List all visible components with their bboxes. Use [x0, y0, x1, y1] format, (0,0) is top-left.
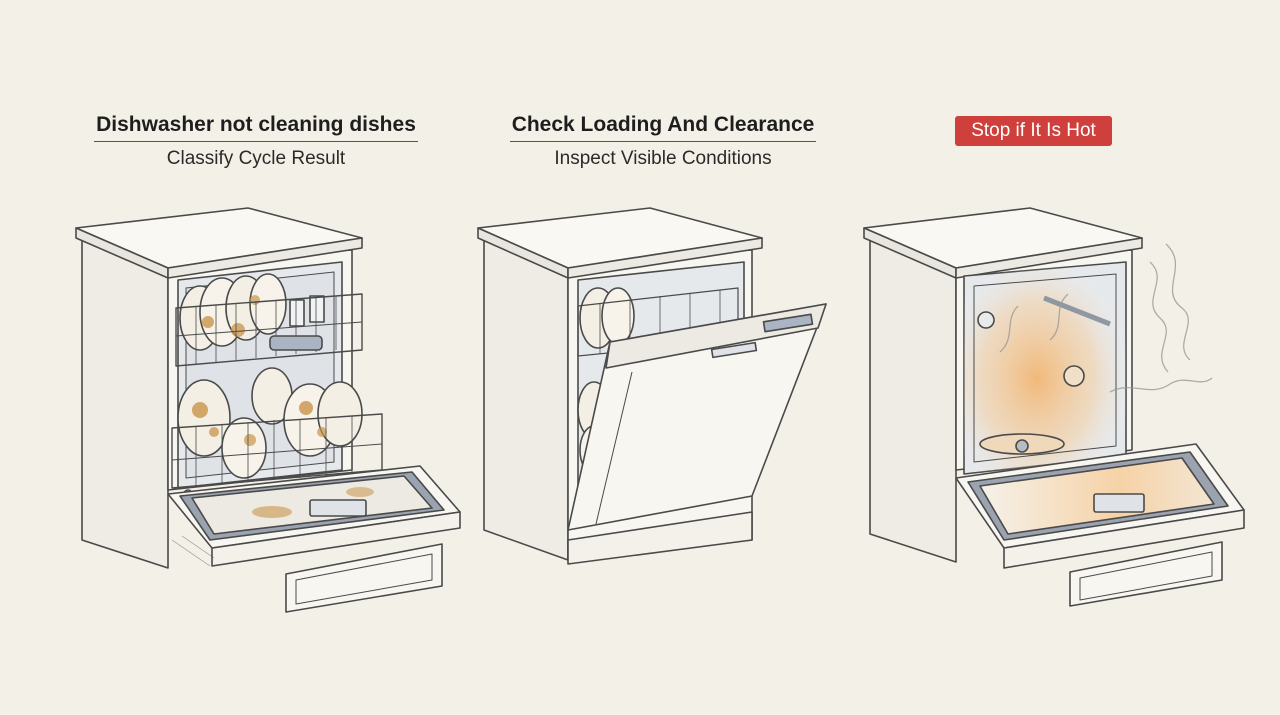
- hot-warning-badge: Stop if It Is Hot: [955, 116, 1112, 146]
- panel-1-caption: Dishwasher not cleaning dishes Classify …: [82, 113, 430, 170]
- steam-icon: [999, 243, 1213, 393]
- dirty-dishwasher-illustration: [75, 207, 461, 613]
- panel-2-caption: Check Loading And Clearance Inspect Visi…: [496, 113, 830, 170]
- panel-2-subtitle: Inspect Visible Conditions: [554, 148, 772, 169]
- open-door: [167, 465, 461, 613]
- panel-2-title: Check Loading And Clearance: [509, 113, 817, 142]
- hot-steam-dishwasher-illustration: [863, 207, 1245, 607]
- panel-1-subtitle: Classify Cycle Result: [166, 148, 346, 169]
- upper-rack: [175, 273, 363, 367]
- panel-1-title: Dishwasher not cleaning dishes: [94, 113, 418, 142]
- door-ajar-dishwasher-illustration: [477, 207, 827, 565]
- lower-rack: [171, 367, 383, 499]
